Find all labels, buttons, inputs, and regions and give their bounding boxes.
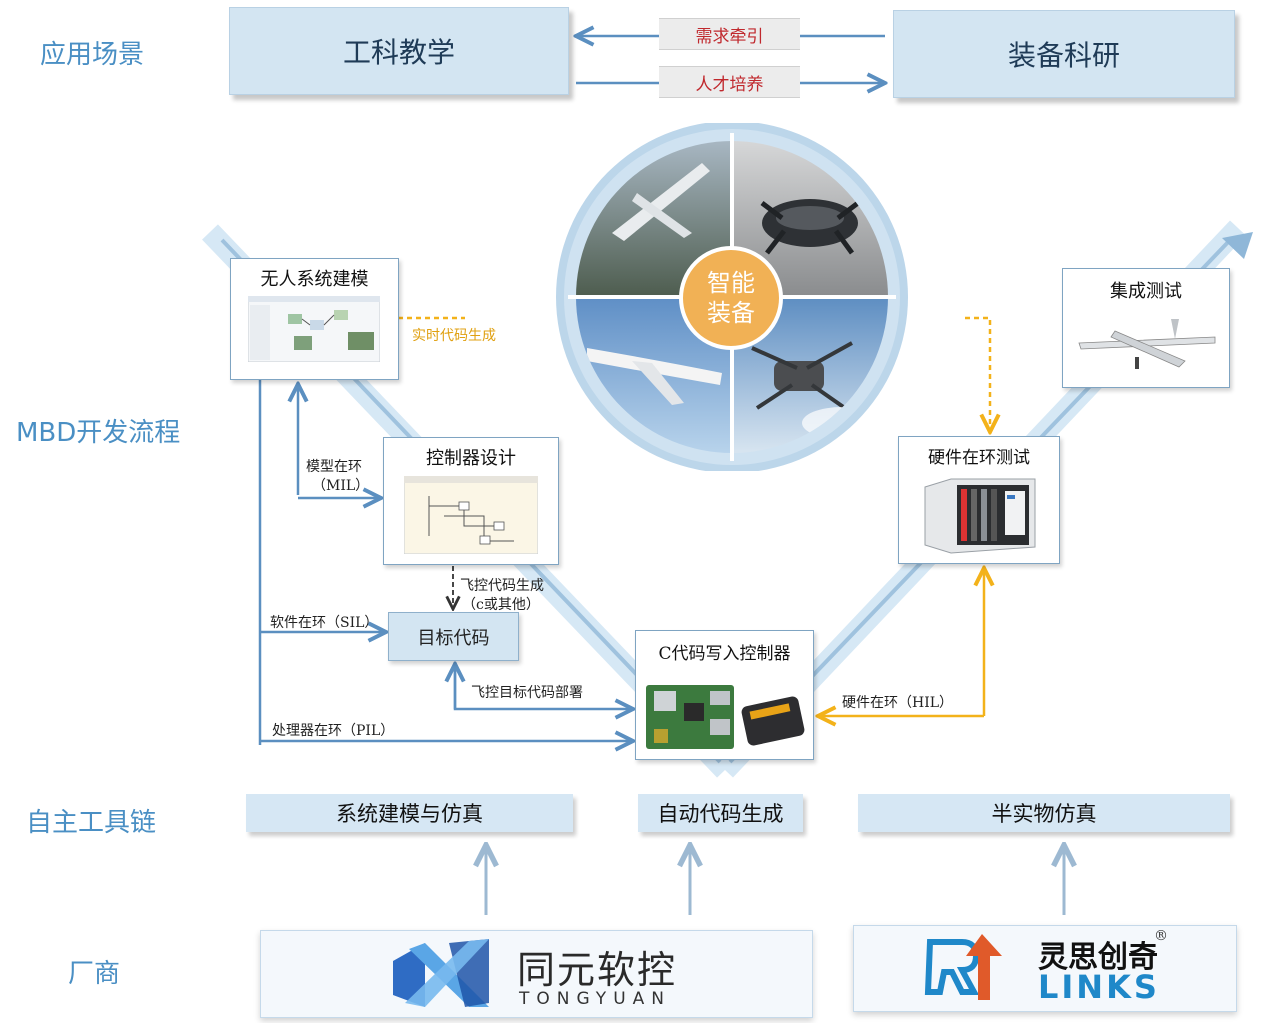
controller-board-photo (646, 685, 805, 749)
target-code-box: 目标代码 (388, 612, 519, 661)
tongyuan-logo-icon (393, 939, 489, 1007)
rt-links-logo-icon (924, 934, 1002, 1000)
controller-design-screenshot (404, 476, 538, 554)
hil-test-card: 硬件在环测试 (898, 436, 1060, 564)
links-name-cn: 灵思创奇 (1038, 940, 1158, 975)
pil-label: 处理器在环（PIL） (272, 723, 395, 739)
controller-design-title: 控制器设计 (426, 448, 516, 469)
teaching-box: 工科教学 (229, 7, 569, 95)
row-label-vendor: 厂商 (68, 959, 121, 989)
integration-test-title: 集成测试 (1110, 281, 1182, 302)
tool-semi-physical: 半实物仿真 (858, 794, 1230, 832)
row-label-scenario: 应用场景 (40, 40, 145, 70)
integration-uav-photo (1078, 319, 1216, 369)
smart-equipment-label: 智能 装备 (679, 246, 783, 350)
mil-label-line2: （MIL） (312, 478, 370, 494)
tool-autocode: 自动代码生成 (638, 794, 803, 832)
talent-tag: 人才培养 (659, 66, 800, 98)
tongyuan-name-cn: 同元软控 (517, 948, 678, 992)
registered-mark: ® (1154, 928, 1168, 944)
links-name-en: LINKS (1038, 968, 1160, 1006)
row-label-mbd: MBD开发流程 (16, 418, 181, 448)
vendor-links: 灵思创奇 ® LINKS (853, 925, 1237, 1012)
c-code-write-card: C代码写入控制器 (635, 630, 814, 760)
tool-system-modeling: 系统建模与仿真 (246, 794, 573, 832)
mil-label-line1: 模型在环 (306, 459, 362, 475)
modeling-screenshot (248, 296, 380, 362)
flight-codegen-label-line2: （c或其他） (462, 597, 540, 613)
vendor-tongyuan: 同元软控 TONGYUAN (260, 930, 813, 1018)
deploy-label: 飞控目标代码部署 (471, 685, 583, 701)
realtime-codegen-arrow (965, 316, 990, 432)
hil-rack-photo (924, 478, 1036, 554)
row-label-toolchain: 自主工具链 (26, 808, 157, 838)
realtime-codegen-label: 实时代码生成 (412, 328, 496, 344)
controller-design-card: 控制器设计 (383, 437, 559, 565)
sil-label: 软件在环（SIL） (270, 615, 379, 631)
c-code-write-title: C代码写入控制器 (658, 644, 791, 664)
center-label-line2: 装备 (707, 299, 755, 327)
demand-tag: 需求牵引 (659, 18, 800, 50)
modeling-title: 无人系统建模 (260, 269, 369, 290)
flight-codegen-label-line1: 飞控代码生成 (460, 578, 544, 594)
center-label-line1: 智能 (707, 269, 755, 297)
integration-test-card: 集成测试 (1062, 268, 1230, 388)
tongyuan-name-en: TONGYUAN (519, 989, 671, 1009)
research-box: 装备科研 (893, 10, 1235, 98)
hil-label: 硬件在环（HIL） (842, 695, 954, 711)
hil-test-title: 硬件在环测试 (928, 448, 1030, 468)
modeling-card: 无人系统建模 (230, 258, 399, 380)
